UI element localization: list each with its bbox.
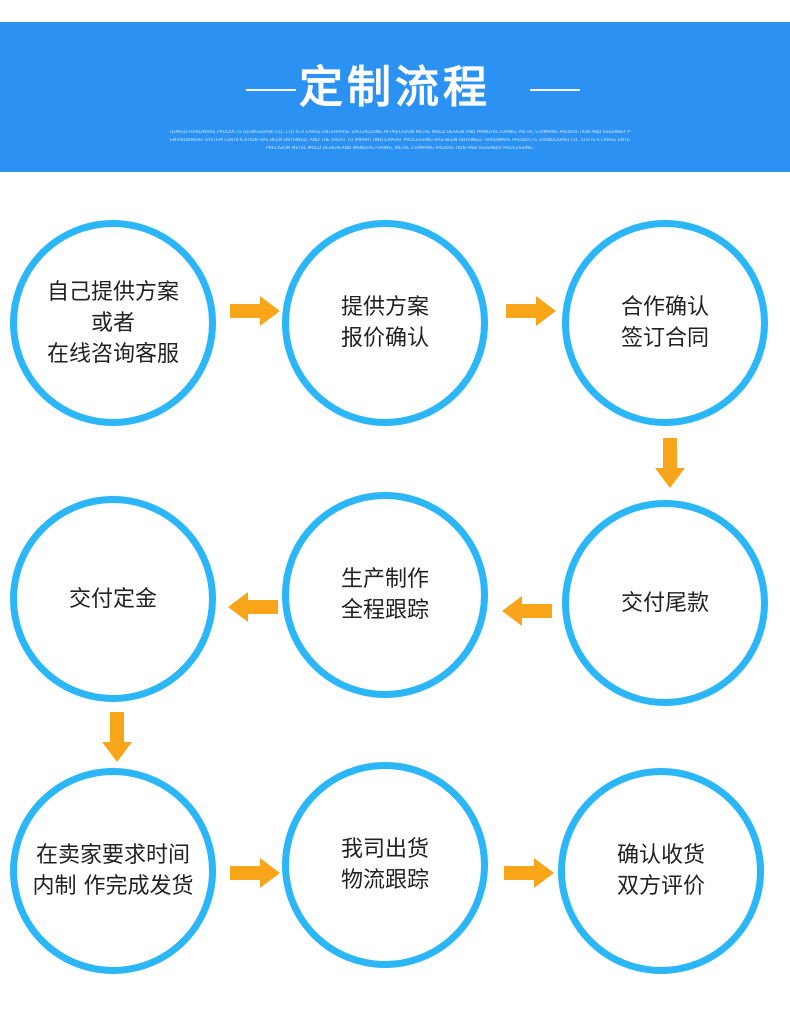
arrow-right-icon	[230, 858, 280, 888]
arrow-right-icon	[504, 858, 554, 888]
step-label-2: 提供方案 报价确认	[340, 295, 429, 351]
page-title: 定制流程	[299, 62, 491, 113]
arrow-left-icon	[228, 592, 278, 622]
step-label-5: 生产制作 全程跟踪	[340, 567, 429, 623]
arrow-left-icon	[502, 596, 552, 626]
step-circle-9: 确认收货 双方评价	[558, 768, 764, 974]
subtitle-line-3: PRECISION METAL MOLD DESIGN AND MANUFACT…	[265, 146, 534, 151]
arrow-down-icon	[102, 712, 132, 762]
step-label-4: 交付定金	[68, 586, 157, 612]
step-circle-2: 提供方案 报价确认	[282, 220, 488, 426]
step-label-7: 在卖家要求时间 内制 作完成发货	[32, 843, 194, 899]
step-label-1: 自己提供方案 或者 在线咨询客服	[46, 279, 179, 367]
step-label-8: 我司出货 物流跟踪	[340, 837, 429, 893]
arrow-down-icon	[655, 438, 685, 488]
arrow-right-icon	[506, 296, 556, 326]
step-circle-6: 交付尾款	[562, 500, 768, 706]
title-left-rule	[246, 89, 296, 91]
arrow-right-icon	[230, 296, 280, 326]
step-circle-7: 在卖家要求时间 内制 作完成发货	[10, 768, 216, 974]
title-right-rule	[530, 89, 580, 91]
step-label-9: 确认收货 双方评价	[616, 843, 705, 899]
step-circle-4: 交付定金	[10, 496, 216, 702]
step-circle-3: 合作确认 签订合同	[562, 220, 768, 426]
step-label-6: 交付尾款	[620, 590, 709, 616]
step-circle-1: 自己提供方案 或者 在线咨询客服	[10, 220, 216, 426]
header-banner: 定制流程 DONGLI HARDWARE PRODUCTS (DONGGUAN)…	[0, 22, 790, 172]
step-circle-5: 生产制作 全程跟踪	[282, 492, 488, 698]
step-label-3: 合作确认 签订合同	[620, 295, 709, 351]
step-circle-8: 我司出货 物流跟踪	[282, 762, 488, 968]
subtitle-line-1: DONGLI HARDWARE PRODUCTS (DONGGUAN) CO.,…	[170, 130, 630, 135]
subtitle-line-2: ENVIRONMENT SYSTEM CERTIFICATION HAS BEE…	[170, 138, 630, 143]
